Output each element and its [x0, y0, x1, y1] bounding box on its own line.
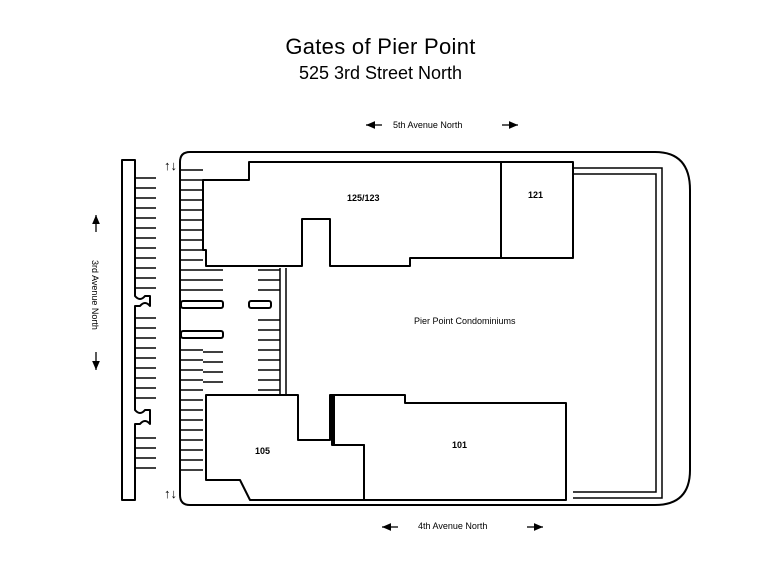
west-curb — [121, 159, 151, 501]
unit-label-125-123: 125/123 — [347, 193, 380, 203]
parking-islands — [180, 300, 272, 339]
street-label-west: 3rd Avenue North — [89, 260, 100, 330]
courtyard-border — [573, 167, 663, 499]
building-105 — [205, 394, 365, 501]
unit-label-121: 121 — [528, 190, 544, 200]
building-125-123 — [202, 161, 502, 267]
entrance-arrows-south: ↑↓ — [164, 486, 177, 501]
building-101 — [331, 394, 567, 501]
map-title: Gates of Pier Point — [285, 34, 476, 59]
building-121 — [500, 161, 574, 259]
map-subtitle: 525 3rd Street North — [298, 63, 463, 83]
street-label-south: 4th Avenue North — [418, 521, 488, 531]
unit-label-105: 105 — [255, 446, 271, 456]
parking-stalls — [135, 169, 280, 471]
street-label-north: 5th Avenue North — [393, 120, 463, 130]
unit-label-101: 101 — [452, 440, 468, 450]
courtyard-label: Pier Point Condominiums — [414, 316, 516, 326]
property-outline — [179, 151, 691, 506]
courtyard-west-wall — [279, 268, 287, 395]
entrance-arrows-north: ↑↓ — [164, 158, 177, 173]
